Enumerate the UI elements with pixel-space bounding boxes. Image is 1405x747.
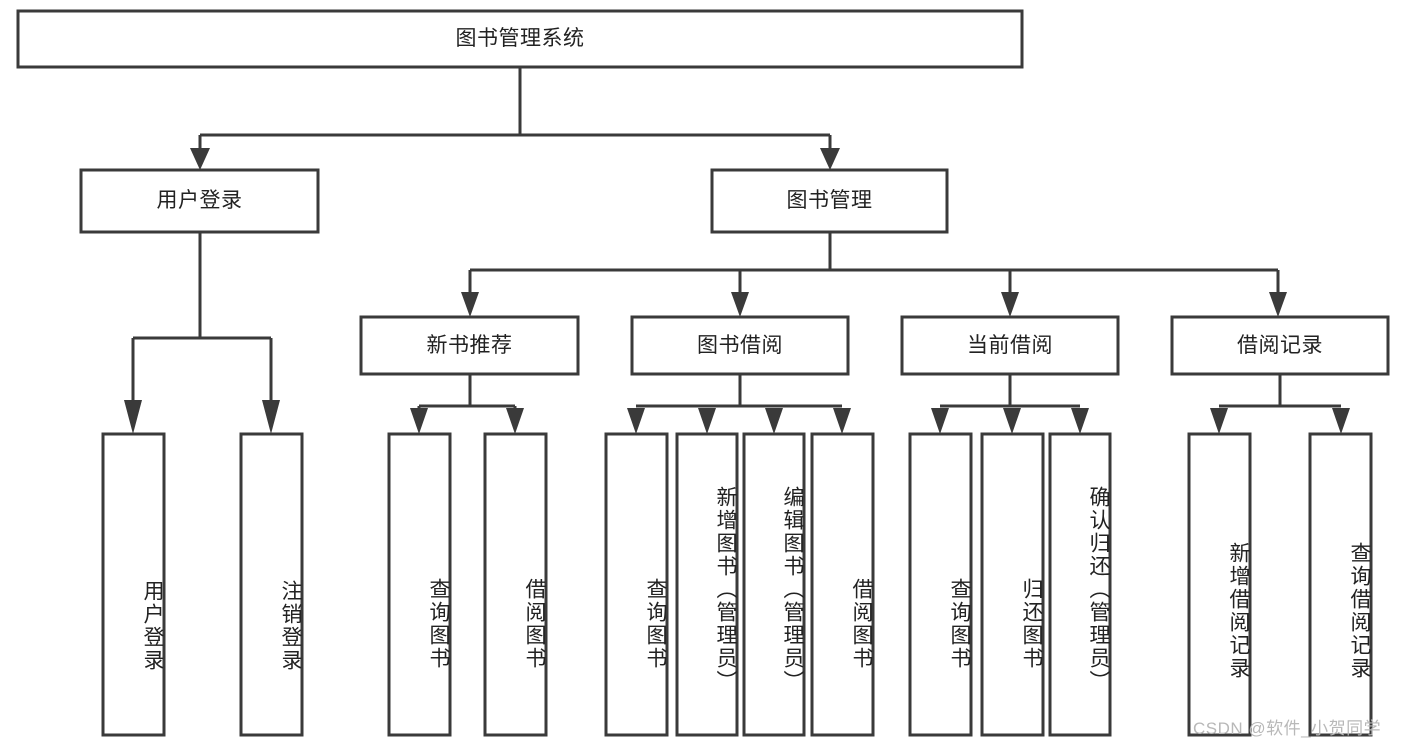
- arrow-head-leaf-add-book: [698, 408, 716, 434]
- node-box-leaf-borrow-book-2[interactable]: [810, 432, 875, 737]
- connector-userlogin-to-leaves: [124, 232, 280, 434]
- node-box-borrow-record[interactable]: [1170, 315, 1390, 376]
- node-box-user-login[interactable]: [79, 168, 320, 234]
- node-box-leaf-query-book-2[interactable]: [604, 432, 669, 737]
- node-box-leaf-confirm-return[interactable]: [1048, 432, 1112, 737]
- arrow-head-book-manage: [820, 148, 840, 170]
- node-box-book-borrow[interactable]: [630, 315, 850, 376]
- arrow-head-user-login: [190, 148, 210, 170]
- connector-bookborrow-to-leaves: [627, 374, 851, 434]
- node-box-leaf-query-record[interactable]: [1308, 432, 1373, 737]
- arrow-head-leaf-edit-book: [765, 408, 783, 434]
- arrow-head-book-borrow: [731, 292, 749, 317]
- node-box-leaf-query-book-1[interactable]: [387, 432, 452, 737]
- node-box-new-book-rec[interactable]: [359, 315, 580, 376]
- connector-bookmanage-to-level3: [461, 232, 1287, 317]
- arrow-head-leaf-confirm-return: [1071, 408, 1089, 434]
- connector-borrowrecord-to-leaves: [1210, 374, 1350, 434]
- connector-newbookrec-to-leaves: [410, 374, 524, 434]
- arrow-head-leaf-query-book-3: [931, 408, 949, 434]
- arrow-head-leaf-logout: [262, 400, 280, 434]
- node-box-leaf-add-record[interactable]: [1187, 432, 1252, 737]
- node-box-leaf-add-book[interactable]: [675, 432, 739, 737]
- arrow-head-leaf-user-login: [124, 400, 142, 434]
- arrow-head-leaf-borrow-book-2: [833, 408, 851, 434]
- arrow-head-leaf-query-record: [1332, 408, 1350, 434]
- arrow-head-new-book-rec: [461, 292, 479, 317]
- arrow-head-leaf-query-book-1: [410, 408, 428, 434]
- connector-root-to-level2: [190, 67, 840, 170]
- node-box-leaf-return-book[interactable]: [980, 432, 1045, 737]
- arrow-head-leaf-return-book: [1003, 408, 1021, 434]
- arrow-head-current-borrow: [1001, 292, 1019, 317]
- node-box-book-manage[interactable]: [710, 168, 949, 234]
- arrow-head-leaf-query-book-2: [627, 408, 645, 434]
- node-box-leaf-edit-book[interactable]: [742, 432, 806, 737]
- node-box-leaf-logout[interactable]: [239, 432, 304, 737]
- csdn-watermark: CSDN @软件_小贺同学: [1193, 719, 1382, 738]
- node-box-current-borrow[interactable]: [900, 315, 1120, 376]
- arrow-head-borrow-record: [1269, 292, 1287, 317]
- arrow-head-leaf-add-record: [1210, 408, 1228, 434]
- node-box-leaf-query-book-3[interactable]: [908, 432, 973, 737]
- node-box-leaf-borrow-book-1[interactable]: [483, 432, 548, 737]
- node-box-leaf-user-login[interactable]: [101, 432, 166, 737]
- node-box-root[interactable]: [16, 9, 1024, 69]
- arrow-head-leaf-borrow-book-1: [506, 408, 524, 434]
- connector-currentborrow-to-leaves: [931, 374, 1089, 434]
